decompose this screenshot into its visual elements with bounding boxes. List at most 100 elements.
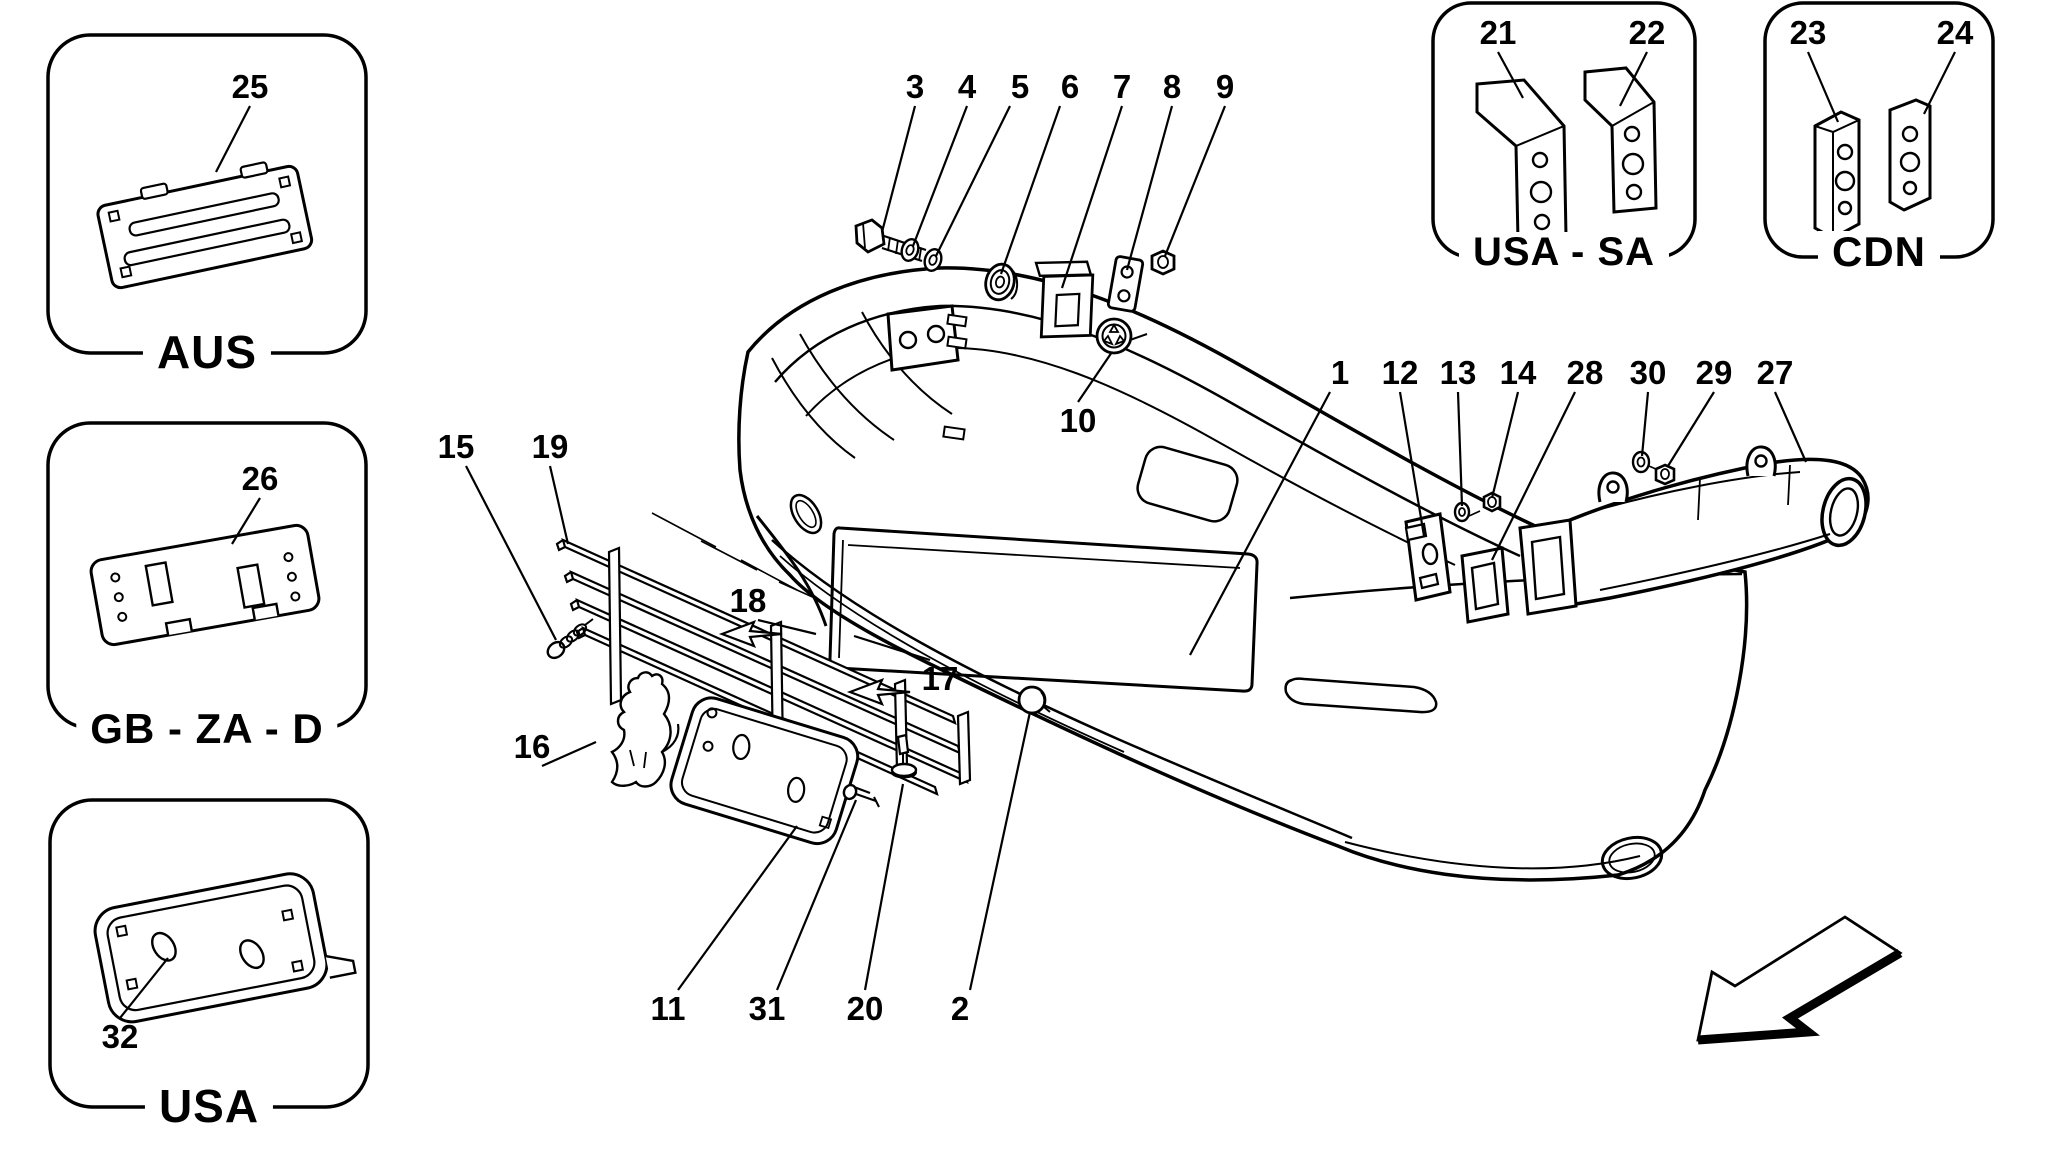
callout-7: 7	[1113, 68, 1131, 105]
leader-line-1	[1189, 391, 1331, 656]
leader-line-11	[677, 825, 798, 991]
region-title-aus: AUS	[142, 329, 272, 375]
leader-line-19	[548, 465, 570, 545]
region-box-aus	[46, 33, 368, 355]
region-title-cdn: CDN	[1818, 231, 1940, 273]
leader-line-28	[1491, 391, 1576, 561]
callout-12: 12	[1382, 354, 1419, 391]
block-23	[1813, 110, 1861, 240]
bolt-3	[854, 218, 927, 263]
arrow-clip-18b	[846, 678, 911, 706]
callout-24: 24	[1937, 14, 1974, 51]
callout-1: 1	[1331, 354, 1349, 391]
inner-mount-bracket	[886, 304, 968, 441]
leader-line-18	[757, 618, 817, 636]
plate-26	[89, 523, 321, 647]
callout-15: 15	[438, 428, 475, 465]
callout-6: 6	[1061, 68, 1079, 105]
leader-line-4	[911, 105, 969, 247]
callout-25: 25	[232, 68, 269, 105]
callout-28: 28	[1567, 354, 1604, 391]
leader-line-9	[1163, 105, 1227, 257]
callout-3: 3	[906, 68, 924, 105]
leader-line-20	[863, 783, 905, 991]
callout-8: 8	[1163, 68, 1181, 105]
leader-line-22	[1619, 51, 1648, 107]
leader-line-24	[1923, 51, 1956, 115]
callout-19: 19	[532, 428, 569, 465]
callout-2: 2	[951, 990, 969, 1027]
leader-line-2	[968, 711, 1032, 991]
callout-17: 17	[922, 660, 959, 697]
region-title-usa-sa: USA - SA	[1458, 232, 1670, 272]
rivet-31	[842, 783, 880, 808]
callout-5: 5	[1011, 68, 1029, 105]
region-title-gb-za-d: GB - ZA - D	[76, 708, 338, 750]
washer-30	[1631, 450, 1659, 474]
callout-13: 13	[1440, 354, 1477, 391]
grommet-20	[890, 733, 918, 779]
leader-line-15	[465, 465, 557, 641]
callout-20: 20	[847, 990, 884, 1027]
region-title-usa: USA	[144, 1083, 274, 1129]
clamp-bracket-7	[1034, 260, 1095, 339]
region-box-usa-sa	[1431, 1, 1697, 259]
callout-31: 31	[749, 990, 786, 1027]
leader-line-13	[1456, 391, 1464, 507]
callout-14: 14	[1500, 354, 1537, 391]
leader-line-8	[1125, 105, 1174, 271]
bracket-22	[1583, 66, 1658, 214]
nut-29	[1654, 463, 1676, 486]
leader-line-30	[1640, 391, 1650, 457]
leader-line-23	[1806, 51, 1840, 123]
leader-line-16	[541, 740, 597, 768]
grommet-ring-28	[1460, 546, 1510, 624]
leader-line-21	[1497, 51, 1524, 99]
leader-line-32	[119, 957, 169, 1019]
callout-16: 16	[514, 728, 551, 765]
leader-line-5	[935, 105, 1011, 257]
plate-25	[96, 161, 314, 290]
callout-21: 21	[1480, 14, 1517, 51]
callout-4: 4	[958, 68, 977, 105]
callout-11: 11	[651, 990, 686, 1027]
callout-23: 23	[1790, 14, 1827, 51]
block-24	[1888, 98, 1932, 212]
leader-line-31	[775, 799, 858, 991]
callout-29: 29	[1696, 354, 1733, 391]
leader-line-3	[880, 105, 917, 233]
leader-line-17	[853, 634, 931, 662]
callout-27: 27	[1757, 354, 1794, 391]
bumper-shell	[737, 266, 1749, 882]
leader-line-26	[231, 497, 261, 545]
brake-duct-27	[1518, 445, 1870, 616]
direction-arrow	[1696, 915, 1903, 1045]
leader-line-7	[1060, 105, 1124, 289]
prancing-horse-icon	[610, 671, 680, 788]
region-box-cdn	[1763, 1, 1995, 259]
frame-32	[93, 872, 357, 1024]
leader-line-27	[1773, 391, 1808, 463]
nut-9	[1150, 249, 1176, 276]
leader-line-12	[1398, 391, 1426, 537]
callout-22: 22	[1629, 14, 1666, 51]
leader-line-10	[1077, 351, 1113, 403]
callout-10: 10	[1060, 402, 1097, 439]
screw-15	[546, 618, 594, 660]
callout-9: 9	[1216, 68, 1234, 105]
leader-line-29	[1667, 391, 1715, 467]
callout-18: 18	[730, 582, 767, 619]
arrow-clip-18a	[718, 620, 783, 648]
plate-8	[1106, 255, 1145, 313]
nut-14	[1482, 491, 1502, 513]
callout-30: 30	[1630, 354, 1667, 391]
region-box-gb-za-d	[46, 421, 368, 730]
callout-26: 26	[242, 460, 279, 497]
plate-holder-11	[669, 696, 860, 846]
bracket-12	[1404, 512, 1452, 602]
callout-32: 32	[102, 1018, 139, 1055]
leader-line-25	[215, 105, 251, 173]
plug-2	[1017, 685, 1051, 715]
